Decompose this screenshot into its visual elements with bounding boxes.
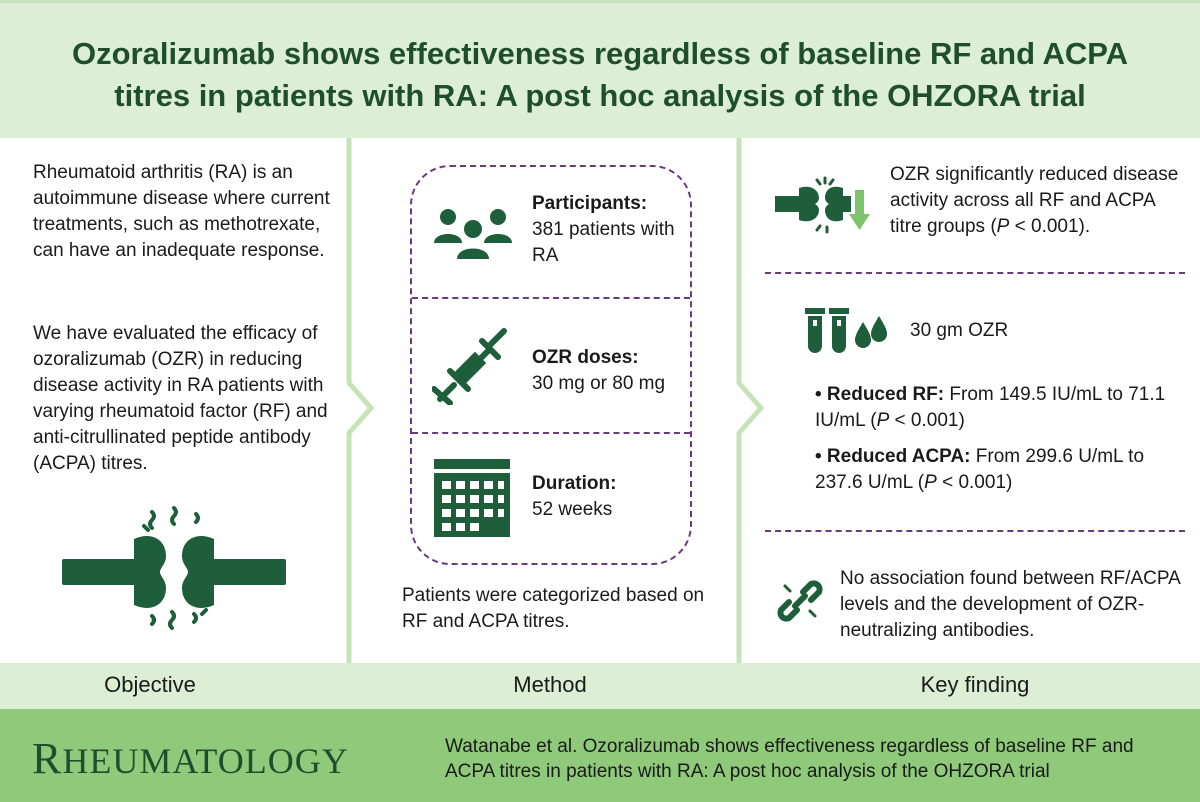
column-divider-right bbox=[736, 138, 765, 663]
method-separator bbox=[412, 432, 690, 434]
section-labels-bar: Objective Method Key finding bbox=[0, 663, 1200, 709]
page-title: Ozoralizumab shows effectiveness regardl… bbox=[71, 36, 1129, 113]
dose-label: 30 gm OZR bbox=[910, 320, 1009, 341]
label-key-finding: Key finding bbox=[920, 672, 1030, 697]
finding-separator bbox=[765, 530, 1185, 532]
objective-column: Rheumatoid arthritis (RA) is an autoimmu… bbox=[0, 138, 350, 663]
column-divider-left bbox=[346, 138, 375, 663]
duration-value: 52 weeks bbox=[532, 499, 613, 520]
citation-text: Watanabe et al. Ozoralizumab shows effec… bbox=[445, 736, 1134, 782]
label-objective: Objective bbox=[104, 672, 196, 697]
journal-logo: RHEUMATOLOGY bbox=[32, 734, 349, 783]
duration-label: Duration: bbox=[532, 473, 617, 494]
reduced-acpa-text: • Reduced ACPA: From 299.6 U/mL to 237.6… bbox=[815, 446, 1145, 493]
doses-text: OZR doses: 30 mg or 80 mg bbox=[532, 345, 692, 397]
doses-value: 30 mg or 80 mg bbox=[532, 373, 666, 394]
calendar-icon bbox=[434, 459, 510, 537]
synapse-reduction-icon bbox=[775, 176, 870, 234]
method-column: Participants: 381 patients with RA OZR d… bbox=[350, 138, 740, 663]
participants-text: Participants: 381 patients with RA bbox=[532, 191, 692, 269]
finding-separator bbox=[765, 272, 1185, 274]
syringe-icon bbox=[432, 328, 507, 405]
synapse-icon bbox=[62, 506, 286, 630]
key-finding-column: OZR significantly reduced disease activi… bbox=[740, 138, 1200, 663]
objective-paragraph-1: Rheumatoid arthritis (RA) is an autoimmu… bbox=[33, 162, 330, 261]
objective-paragraph-2: We have evaluated the efficacy of ozoral… bbox=[33, 323, 328, 474]
broken-link-icon bbox=[777, 580, 823, 622]
finding-3-text: No association found between RF/ACPA lev… bbox=[840, 568, 1180, 641]
finding-1-text: OZR significantly reduced disease activi… bbox=[890, 164, 1179, 237]
reduced-rf-text: • Reduced RF: From 149.5 IU/mL to 71.1 I… bbox=[815, 384, 1166, 431]
participants-value: 381 patients with RA bbox=[532, 219, 675, 266]
test-tubes-drops-icon bbox=[805, 308, 887, 353]
method-box: Participants: 381 patients with RA OZR d… bbox=[410, 165, 692, 565]
header-banner: Ozoralizumab shows effectiveness regardl… bbox=[0, 0, 1200, 138]
doses-label: OZR doses: bbox=[532, 347, 639, 368]
method-separator bbox=[412, 297, 690, 299]
label-method: Method bbox=[513, 672, 587, 697]
participants-icon bbox=[434, 209, 512, 259]
footer-banner: RHEUMATOLOGY Watanabe et al. Ozoralizuma… bbox=[0, 709, 1200, 802]
participants-label: Participants: bbox=[532, 193, 648, 214]
method-footnote: Patients were categorized based on RF an… bbox=[402, 585, 705, 632]
duration-text: Duration: 52 weeks bbox=[532, 471, 692, 523]
